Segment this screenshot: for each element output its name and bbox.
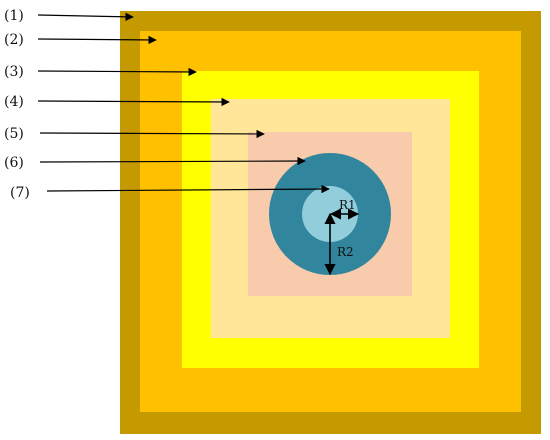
callout-arrow-4 [37,97,230,107]
callout-arrow-7 [46,184,330,194]
callout-arrow-1 [37,12,134,22]
callout-label-7: (7) [10,185,30,201]
callout-arrow-5 [39,129,265,139]
radius-r1-label: R1 [339,198,356,212]
callout-label-1: (1) [4,8,24,24]
callout-arrow-2 [37,35,157,45]
callout-arrow-6 [39,156,306,166]
callout-label-4: (4) [4,94,24,110]
radius-r2-label: R2 [337,245,354,259]
callout-label-2: (2) [4,32,24,48]
callout-label-6: (6) [4,155,24,171]
callout-label-5: (5) [4,126,24,142]
callout-label-3: (3) [4,64,24,80]
callout-arrow-3 [37,67,197,77]
